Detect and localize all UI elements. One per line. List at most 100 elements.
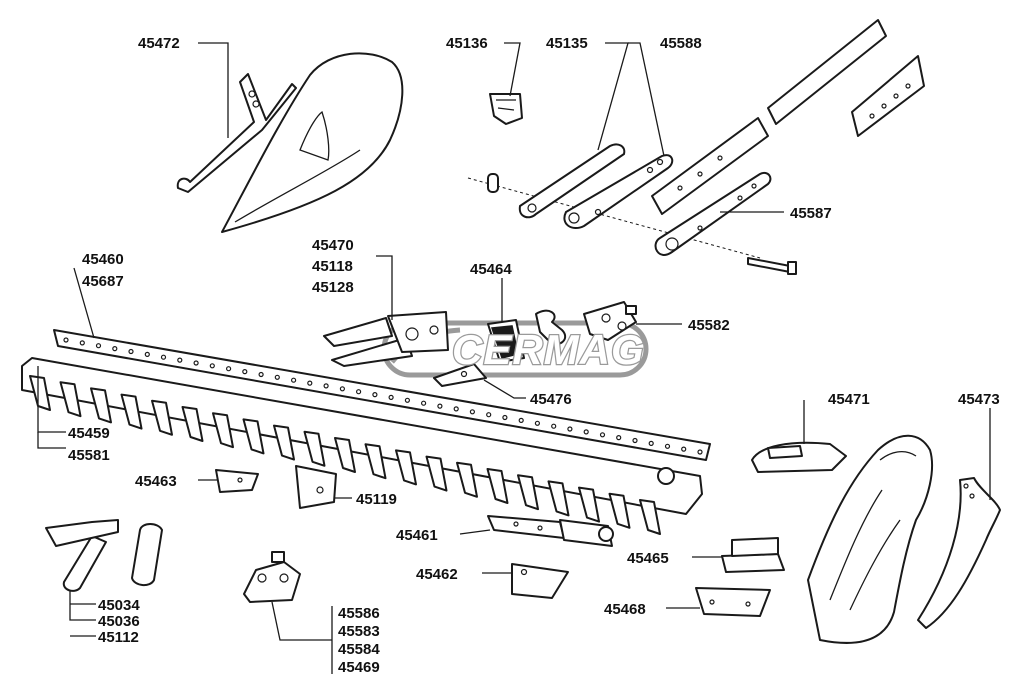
guard-tooth	[547, 480, 570, 517]
label-45582: 45582	[688, 317, 730, 334]
divider-hook-45472	[176, 73, 297, 193]
bar-hole	[486, 412, 492, 418]
guard-tooth	[395, 449, 417, 486]
label-45470: 45470	[312, 237, 354, 254]
label-45586: 45586	[338, 605, 380, 622]
bar-hole	[681, 446, 687, 452]
square-beam-lower	[651, 117, 769, 215]
guard-tooth	[90, 387, 112, 424]
shoe-45471	[751, 441, 847, 473]
guard-tooth	[120, 393, 143, 430]
plate-45463	[215, 469, 259, 493]
guard-45470	[323, 311, 449, 367]
bar-hole	[404, 397, 410, 403]
label-45461: 45461	[396, 527, 438, 544]
plate-45468	[695, 587, 771, 617]
bar-hole	[421, 400, 427, 406]
bar-hole	[339, 386, 345, 392]
pin	[131, 523, 163, 586]
divider-rod-45473	[917, 477, 1001, 629]
label-45588: 45588	[660, 35, 702, 52]
bar-hole	[697, 449, 703, 455]
bar-hole	[437, 403, 443, 409]
leader-45476	[483, 379, 526, 399]
leader-45588	[628, 42, 665, 157]
label-45464: 45464	[470, 261, 512, 278]
guard-tooth	[29, 375, 51, 411]
guard-tooth	[608, 492, 631, 529]
cutter-bar-45459	[21, 357, 703, 535]
bar-hole	[226, 366, 232, 372]
spring-clip	[535, 309, 567, 346]
label-45462: 45462	[416, 566, 458, 583]
plate-45119	[295, 465, 337, 509]
crop-divider-cone	[221, 52, 404, 233]
label-45034: 45034	[98, 597, 140, 614]
bar-hole	[193, 360, 199, 366]
bar-hole	[128, 348, 134, 355]
leader-45135	[597, 42, 629, 151]
label-45118: 45118	[312, 258, 353, 275]
guard-tooth	[181, 406, 204, 442]
label-45465: 45465	[627, 550, 669, 567]
bar-hole	[388, 394, 394, 400]
bar-hole	[323, 383, 329, 389]
leader-45586	[271, 601, 332, 641]
guard-tooth	[212, 412, 234, 449]
bar-hole	[209, 363, 215, 369]
label-45583: 45583	[338, 623, 380, 640]
bar-hole	[63, 337, 69, 343]
label-45471: 45471	[828, 391, 870, 408]
bar-hole	[291, 377, 297, 383]
leader-45136	[504, 42, 521, 97]
knife-head-45461	[487, 515, 614, 547]
small-pin	[487, 173, 499, 193]
guard-tooth	[242, 418, 265, 455]
knife-bar-45460	[53, 329, 711, 461]
label-45472: 45472	[138, 35, 180, 52]
bar-hole	[79, 340, 85, 346]
bar-hole	[664, 443, 671, 449]
bar-hole	[469, 409, 475, 415]
label-45036: 45036	[98, 613, 140, 630]
bar-hole	[453, 406, 459, 412]
label-45112: 45112	[98, 629, 139, 646]
leader-45034	[69, 590, 96, 621]
bar-hole	[258, 371, 264, 378]
label-45469: 45469	[338, 659, 380, 676]
label-45128: 45128	[312, 279, 354, 296]
guard-tooth	[456, 461, 478, 498]
guard-tooth	[151, 399, 173, 436]
connecting-rod-45588	[563, 154, 674, 230]
label-45460: 45460	[82, 251, 124, 268]
plate-45462	[511, 563, 569, 599]
label-45463: 45463	[135, 473, 177, 490]
guard-tooth	[334, 437, 356, 473]
bar-hole	[95, 343, 102, 349]
leader-45472	[198, 42, 229, 138]
block-45465	[721, 537, 785, 573]
bracket-45586	[243, 551, 301, 603]
bar-hole	[372, 392, 378, 398]
watermark-text: CERMAG	[452, 326, 645, 373]
leader-45460	[73, 267, 95, 339]
label-45135: 45135	[546, 35, 588, 52]
hinge-pin-45034	[45, 519, 119, 592]
guard-tooth	[517, 474, 539, 511]
leader-45581	[37, 432, 66, 449]
label-45476: 45476	[530, 391, 572, 408]
bar-hole	[307, 380, 313, 386]
clip-45464	[487, 319, 525, 363]
bar-hole	[534, 420, 541, 426]
bar-hole	[177, 357, 183, 363]
label-45459: 45459	[68, 425, 110, 442]
guard-tooth	[303, 430, 326, 467]
bar-hole	[567, 426, 573, 432]
bar-hole	[551, 423, 557, 429]
bar-hole	[160, 354, 167, 360]
guard-tooth	[273, 424, 295, 461]
bar-hole	[518, 417, 524, 423]
mounting-plate	[851, 55, 925, 137]
label-45473: 45473	[958, 391, 1000, 408]
bar-hole	[242, 369, 248, 375]
